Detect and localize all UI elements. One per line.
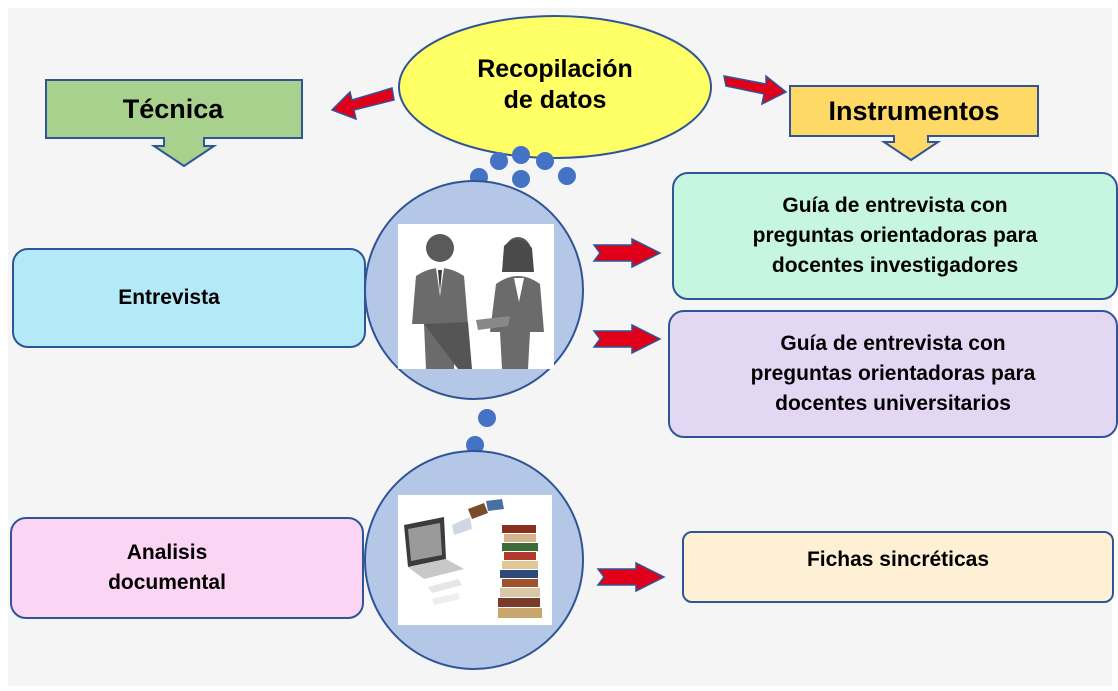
center-title-line2: de datos bbox=[503, 86, 607, 114]
connector-dot bbox=[466, 436, 484, 454]
instrument1-line2: preguntas orientadoras para bbox=[752, 224, 1038, 247]
instrument2-line1: Guía de entrevista con bbox=[780, 332, 1006, 355]
connector-dot bbox=[490, 152, 508, 170]
connector-dot bbox=[512, 146, 530, 164]
instrument1-line3: docentes investigadores bbox=[771, 254, 1019, 277]
instrument1-line1: Guía de entrevista con bbox=[782, 194, 1008, 217]
center-title-line1: Recopilación bbox=[477, 55, 633, 83]
instrument-box-fichas: Fichas sincréticas bbox=[682, 531, 1114, 603]
tecnica-header-shape bbox=[45, 79, 303, 168]
arrow-to-instrument-2 bbox=[592, 323, 662, 355]
instrument-box-universitarios: Guía de entrevista con preguntas orienta… bbox=[668, 310, 1118, 438]
arrow-to-instrument-3 bbox=[596, 561, 666, 593]
instrument2-line3: docentes universitarios bbox=[775, 392, 1011, 415]
connector-dot bbox=[558, 167, 576, 185]
entrevista-box: Entrevista bbox=[12, 248, 366, 348]
center-ellipse bbox=[398, 15, 712, 159]
analisis-box: Analisis documental bbox=[10, 517, 364, 619]
center-title: Recopilación de datos bbox=[420, 40, 690, 130]
interview-photo-icon bbox=[398, 224, 554, 369]
connector-dot bbox=[536, 152, 554, 170]
instrumentos-header-shape bbox=[789, 85, 1039, 162]
arrow-to-tecnica bbox=[330, 87, 395, 121]
connector-dot bbox=[512, 170, 530, 188]
arrow-to-instrumentos bbox=[723, 74, 788, 106]
connector-dot bbox=[478, 409, 496, 427]
tecnica-header-label: Técnica bbox=[122, 93, 224, 124]
instrumentos-header-label: Instrumentos bbox=[828, 95, 1000, 126]
books-laptop-photo-icon bbox=[398, 495, 552, 625]
instrument2-line2: preguntas orientadoras para bbox=[750, 362, 1036, 385]
arrow-to-instrument-1 bbox=[592, 237, 662, 269]
analisis-line2: documental bbox=[108, 571, 226, 594]
analisis-line1: Analisis bbox=[126, 541, 208, 564]
instrument-box-investigadores: Guía de entrevista con preguntas orienta… bbox=[672, 172, 1118, 300]
